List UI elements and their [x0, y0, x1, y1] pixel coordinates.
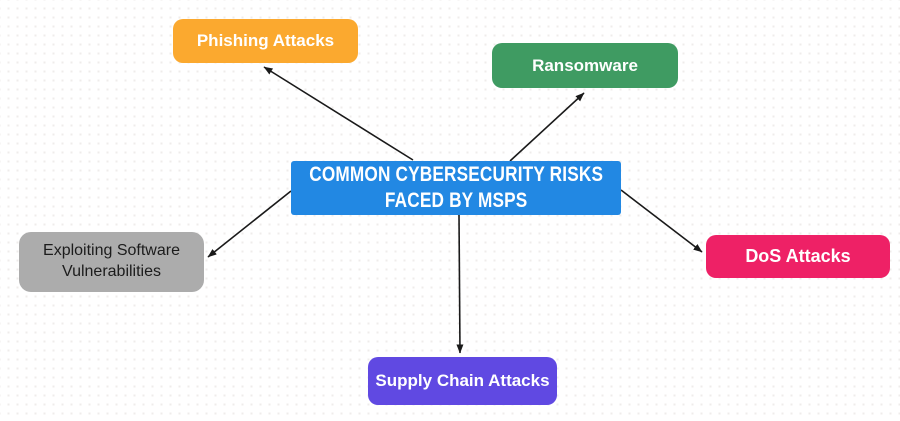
arrow-to-dos	[620, 189, 703, 253]
node-supply-chain-attacks[interactable]: Supply Chain Attacks	[368, 357, 557, 405]
arrow-to-supply	[456, 214, 464, 354]
arrow-to-ransomware	[509, 92, 585, 162]
node-label: Phishing Attacks	[196, 31, 335, 50]
node-ransomware[interactable]: Ransomware	[492, 43, 678, 88]
node-center-title[interactable]: COMMON CYBERSECURITY RISKS FACED BY MSPS	[291, 161, 621, 215]
node-dos-attacks[interactable]: DoS Attacks	[706, 235, 890, 278]
node-exploiting-software-vulnerabilities[interactable]: Exploiting Software Vulnerabilities	[19, 232, 204, 292]
node-label: Ransomware	[532, 55, 638, 75]
node-label: DoS Attacks	[745, 246, 851, 266]
node-label: Exploiting Software Vulnerabilities	[43, 242, 180, 280]
arrow-to-exploiting	[207, 190, 292, 258]
center-title-line1: COMMON CYBERSECURITY RISKS	[309, 163, 603, 187]
center-title-line2: FACED BY MSPS	[384, 189, 528, 212]
node-label: Supply Chain Attacks	[375, 371, 550, 390]
arrow-to-phishing	[263, 66, 414, 161]
node-phishing-attacks[interactable]: Phishing Attacks	[173, 19, 358, 63]
center-title-text: COMMON CYBERSECURITY RISKS FACED BY MSPS	[309, 162, 603, 213]
